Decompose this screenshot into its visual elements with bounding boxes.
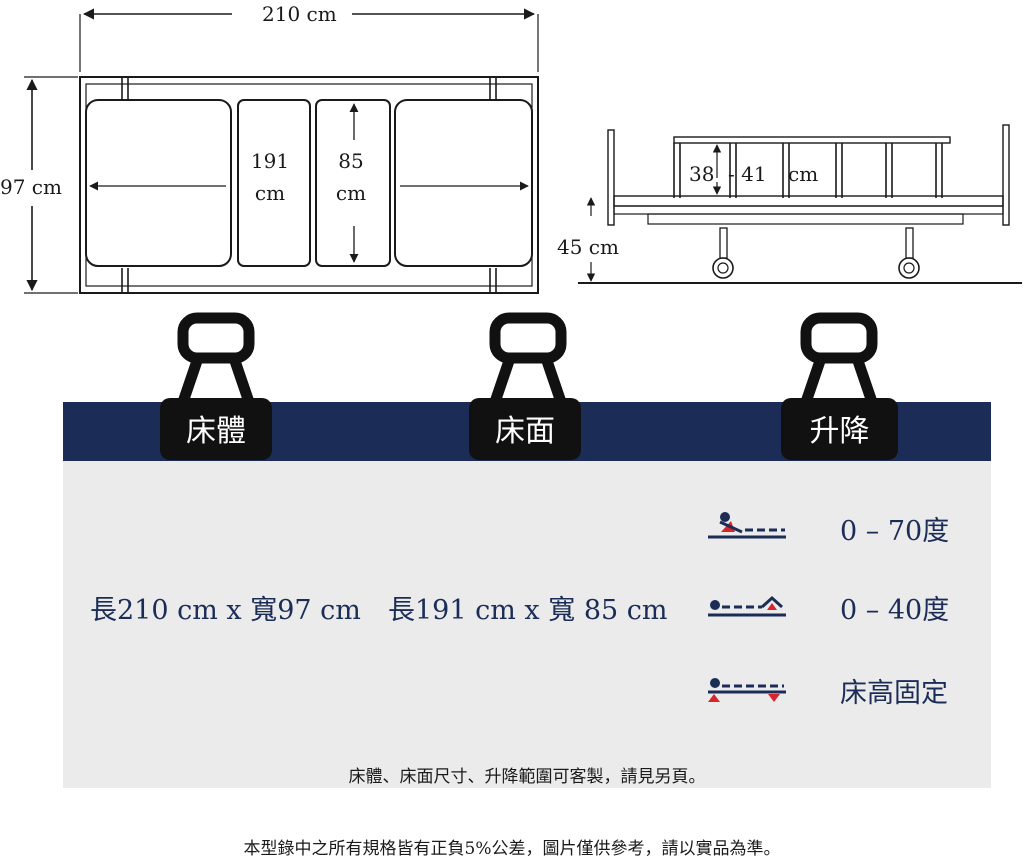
tag-surface: 床面: [495, 414, 555, 449]
fixed-height-text: 床高固定: [840, 678, 948, 709]
rail-height-label-b: - 41: [728, 162, 767, 186]
rail-height-label-c: cm: [788, 162, 818, 186]
surface-length-unit: cm: [255, 181, 285, 205]
surface-spec: 長191 cm x 寬 85 cm: [388, 595, 668, 626]
disclaimer-note: 本型錄中之所有規格皆有正負5%公差，圖片僅供參考，請以實品為準。: [243, 839, 781, 859]
back-raise-range: 0 – 70度: [840, 516, 950, 547]
surface-length-value: 191: [251, 149, 289, 173]
width-label: 97 cm: [0, 175, 62, 199]
back-raise-icon: [708, 512, 786, 539]
bed-height-label: 45 cm: [557, 235, 619, 259]
tag-frame: 床體: [186, 414, 246, 449]
top-view: [24, 8, 539, 294]
knee-raise-range: 0 – 40度: [840, 595, 950, 626]
knee-raise-icon: [708, 595, 786, 617]
binder-clip-icons: [177, 312, 878, 404]
length-label: 210 cm: [262, 2, 337, 26]
frame-spec: 長210 cm x 寬97 cm: [90, 595, 361, 626]
clip-lift-icon: [800, 312, 878, 404]
customizable-note: 床體、床面尺寸、升降範圍可客製，請見另頁。: [348, 767, 706, 787]
clip-surface-icon: [489, 312, 567, 404]
rail-height-label-a: 38: [689, 162, 714, 186]
spec-panel: [63, 461, 991, 788]
surface-width-value: 85: [338, 149, 363, 173]
tag-lift: 升降: [809, 414, 870, 449]
clip-frame-icon: [177, 312, 255, 404]
fixed-height-icon: [708, 678, 786, 702]
side-view: [578, 124, 1022, 284]
surface-width-unit: cm: [336, 181, 366, 205]
